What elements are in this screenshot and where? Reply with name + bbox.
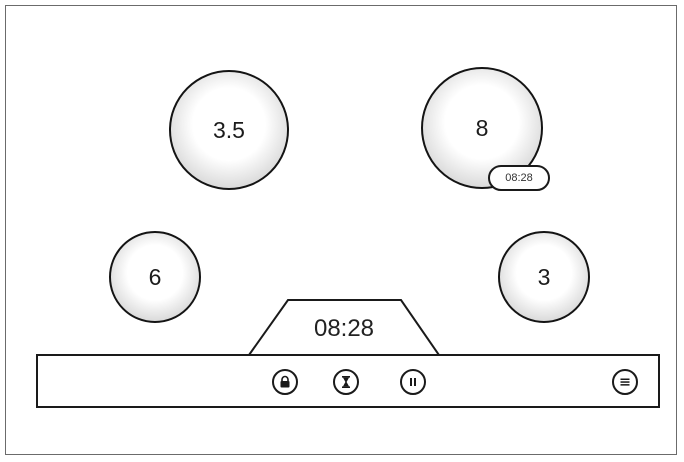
menu-icon (620, 378, 630, 386)
lock-button[interactable] (272, 369, 298, 395)
burner-timer-value: 08:28 (505, 172, 533, 184)
hourglass-icon (342, 376, 350, 388)
cooktop-display-frame (5, 5, 677, 455)
pause-button[interactable] (400, 369, 426, 395)
control-toolbar (36, 354, 660, 408)
timer-button[interactable] (333, 369, 359, 395)
main-timer-tab[interactable]: 08:28 (248, 299, 440, 356)
burner-level: 3.5 (213, 116, 245, 143)
burner-rear-right[interactable]: 3 (498, 231, 590, 323)
burner-level: 8 (475, 114, 489, 141)
lock-icon (280, 375, 290, 388)
menu-button[interactable] (612, 369, 638, 395)
burner-timer-badge[interactable]: 08:28 (488, 165, 550, 191)
burner-rear-left[interactable]: 6 (109, 231, 201, 323)
burner-front-left[interactable]: 3.5 (169, 70, 289, 190)
burner-level: 6 (148, 263, 162, 290)
pause-icon (410, 378, 416, 386)
main-timer-value: 08:28 (313, 315, 375, 342)
burner-level: 3 (537, 263, 551, 290)
